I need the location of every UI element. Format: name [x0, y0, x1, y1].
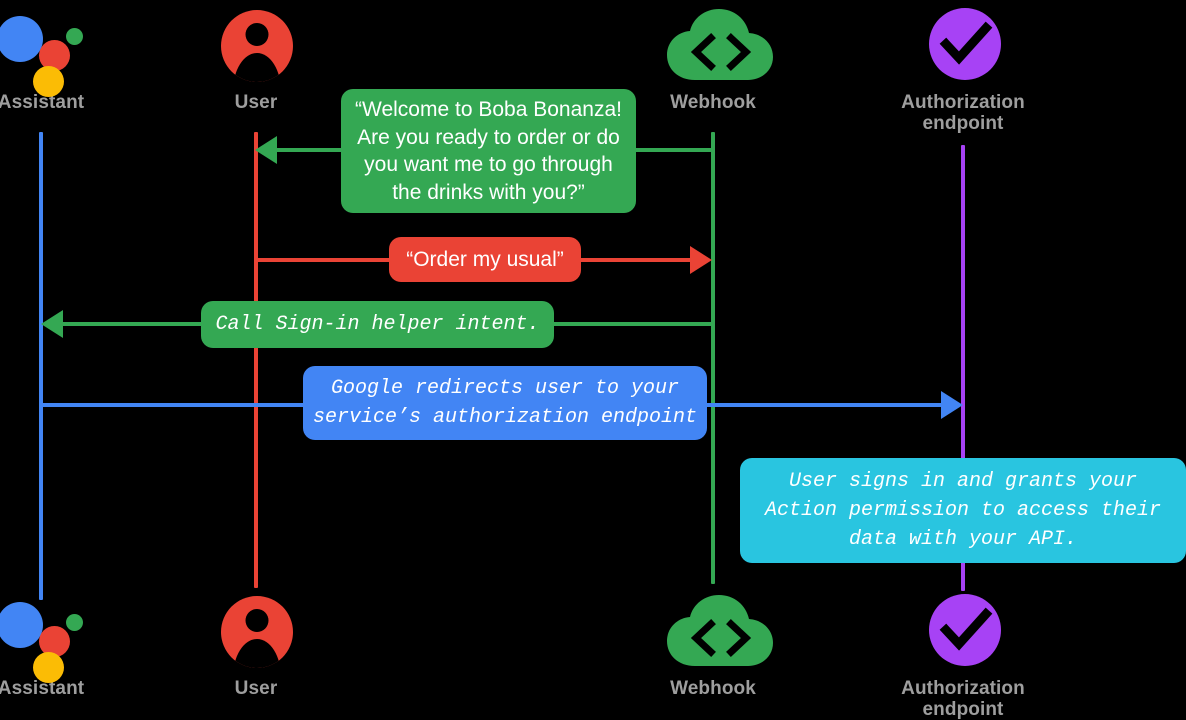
user-avatar-icon: [156, 592, 356, 672]
lifeline-assistant: [39, 132, 43, 600]
user-avatar-circle: [221, 10, 293, 82]
message-bubble-welcome: “Welcome to Boba Bonanza! Are you ready …: [341, 89, 636, 213]
user-body-shape: [233, 639, 281, 668]
actor-assistant-top: Assistant: [0, 6, 141, 113]
arrow-head-redirect: [941, 391, 963, 419]
cloud-code-svg: [667, 595, 773, 666]
actor-auth-bottom: Authorization endpoint: [863, 592, 1063, 720]
purple-check-circle-icon: [863, 592, 1063, 672]
actor-label-user: User: [234, 678, 278, 699]
actor-webhook-bottom: Webhook: [613, 592, 813, 699]
message-bubble-signin: Call Sign-in helper intent.: [201, 301, 554, 348]
message-text-order: “Order my usual”: [406, 247, 564, 271]
message-bubble-signs-in: User signs in and grants your Action per…: [740, 458, 1186, 563]
message-text-welcome: “Welcome to Boba Bonanza! Are you ready …: [355, 98, 622, 204]
actor-user-bottom: User: [156, 592, 356, 699]
lifeline-user: [254, 132, 258, 588]
assistant-dot-blue: [0, 16, 43, 62]
assistant-dot-blue: [0, 602, 43, 648]
assistant-dot-yellow: [33, 66, 64, 97]
actor-label-webhook: Webhook: [670, 678, 756, 699]
message-bubble-order: “Order my usual”: [389, 237, 581, 282]
check-mark-icon: [939, 21, 993, 65]
google-assistant-icon: [0, 592, 141, 683]
cloud-code-svg: [667, 9, 773, 80]
purple-check-circle-icon: [863, 6, 1063, 86]
assistant-dot-green: [66, 28, 83, 45]
actor-label-webhook: Webhook: [670, 92, 756, 113]
actor-webhook-top: Webhook: [613, 6, 813, 113]
assistant-dot-green: [66, 614, 83, 631]
google-assistant-icon: [0, 6, 141, 97]
assistant-dot-yellow: [33, 652, 64, 683]
assistant-dot-red: [39, 40, 70, 71]
actor-label-user: User: [234, 92, 278, 113]
actor-auth-top: Authorization endpoint: [863, 6, 1063, 135]
actor-label-auth: Authorization endpoint: [901, 678, 1025, 720]
user-head-shape: [245, 23, 269, 46]
actor-assistant-bottom: Assistant: [0, 592, 141, 699]
user-avatar-icon: [156, 6, 356, 86]
user-avatar-circle: [221, 596, 293, 668]
arrow-head-order: [690, 246, 712, 274]
arrow-head-signin: [41, 310, 63, 338]
auth-circle-shape: [929, 8, 1001, 80]
actor-user-top: User: [156, 6, 356, 113]
actor-label-assistant: Assistant: [0, 678, 85, 699]
actor-label-assistant: Assistant: [0, 92, 85, 113]
lifeline-webhook: [711, 132, 715, 584]
cloud-code-icon: [613, 592, 813, 672]
user-body-shape: [233, 53, 281, 82]
actor-label-auth: Authorization endpoint: [901, 92, 1025, 135]
message-text-redirect: Google redirects user to your service’s …: [312, 377, 698, 429]
lifeline-auth: [961, 145, 965, 591]
message-text-signin: Call Sign-in helper intent.: [215, 313, 540, 336]
arrow-head-welcome: [255, 136, 277, 164]
auth-circle-shape: [929, 594, 1001, 666]
check-mark-icon: [939, 607, 993, 651]
cloud-code-icon: [613, 6, 813, 86]
assistant-dot-red: [39, 626, 70, 657]
message-text-signs-in: User signs in and grants your Action per…: [764, 470, 1162, 551]
message-bubble-redirect: Google redirects user to your service’s …: [303, 366, 707, 440]
user-head-shape: [245, 609, 269, 632]
